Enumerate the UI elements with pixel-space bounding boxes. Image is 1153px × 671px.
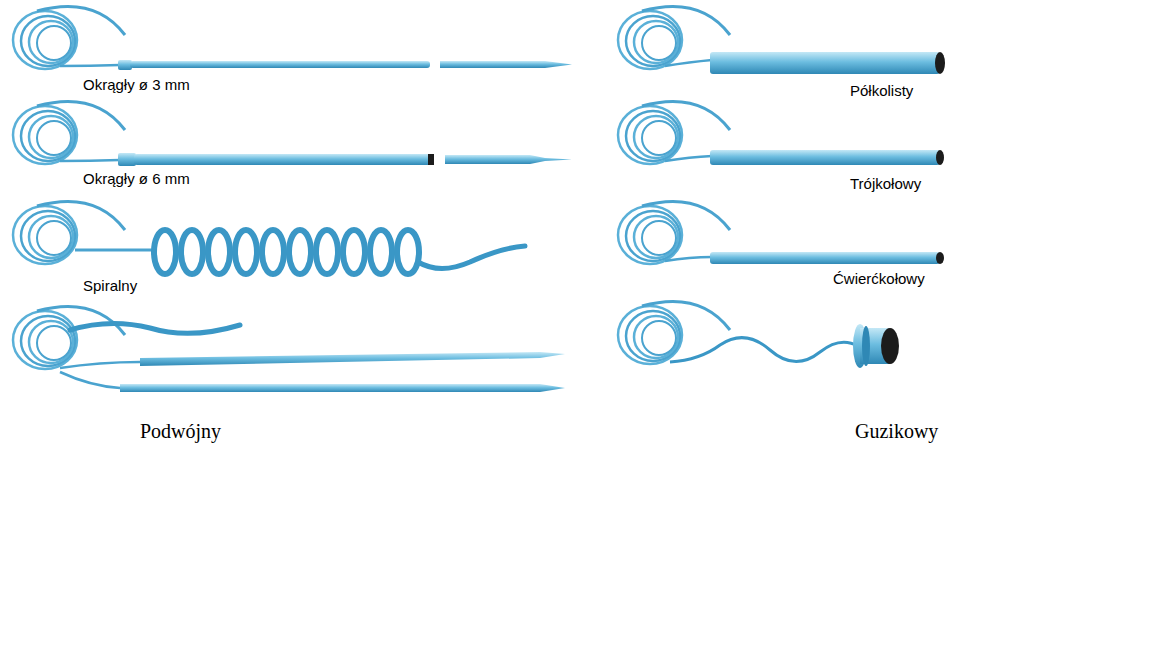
probe-caption: Okrągły ø 6 mm <box>83 170 190 187</box>
cable-coil <box>13 101 125 164</box>
probe-caption: Trójkołowy <box>850 175 921 192</box>
probe-caption: Podwójny <box>140 420 221 443</box>
probe-caption: Okrągły ø 3 mm <box>83 76 190 93</box>
probe-caption: Ćwierćkołowy <box>833 270 925 287</box>
probe-caption: Spiralny <box>83 277 137 294</box>
cable-coil <box>618 301 730 364</box>
cable-coil <box>13 306 125 369</box>
probe-caption: Półkolisty <box>850 82 913 99</box>
spiral-coil <box>154 230 419 274</box>
cable-coil <box>13 6 125 69</box>
button-electrode <box>853 324 899 368</box>
probe-caption: Guzikowy <box>855 420 938 443</box>
cable-coil <box>13 201 125 264</box>
